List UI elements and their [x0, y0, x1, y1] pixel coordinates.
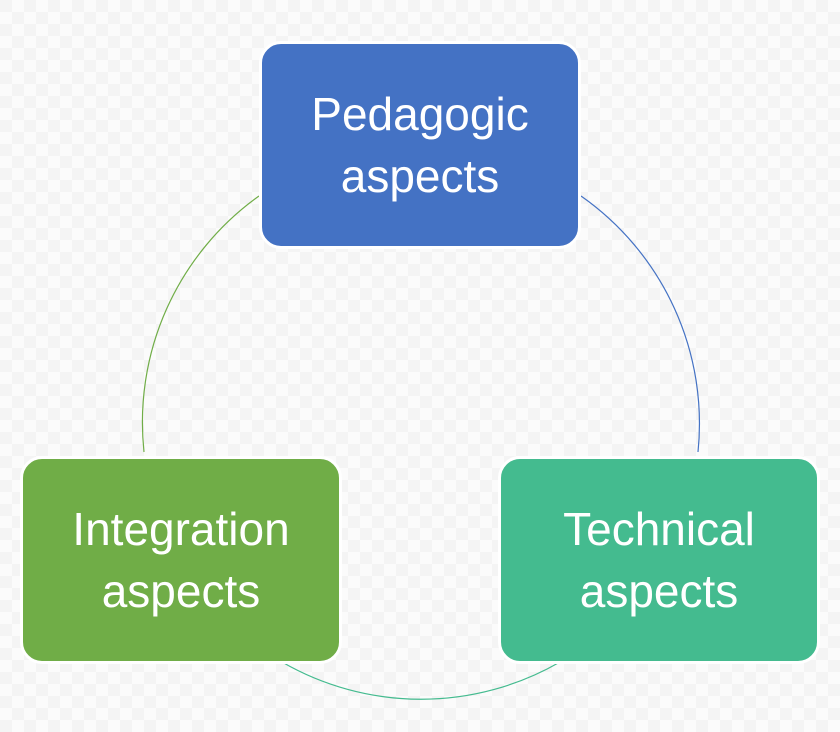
technical-aspects-label: Technical aspects: [563, 503, 755, 617]
connector-technical-integration: [281, 661, 561, 700]
connector-integration-pedagogic: [141, 195, 260, 453]
integration-aspects-label: Integration aspects: [72, 503, 290, 617]
connector-pedagogic-technical: [580, 195, 701, 453]
technical-aspects-node: Technical aspects: [498, 456, 820, 664]
integration-aspects-node: Integration aspects: [20, 456, 342, 664]
pedagogic-aspects-label: Pedagogic aspects: [311, 88, 529, 202]
pedagogic-aspects-node: Pedagogic aspects: [259, 41, 581, 249]
